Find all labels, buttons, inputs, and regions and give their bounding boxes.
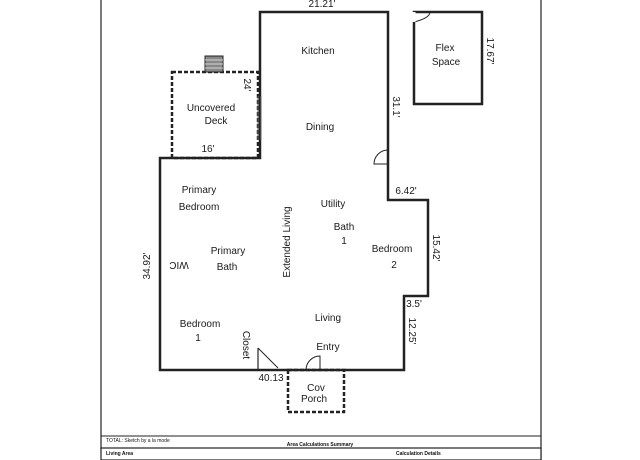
footer-calc-details: Calculation Details [396,451,441,457]
dim-right-lower: 12.25' [406,318,417,345]
closet-door [257,347,279,370]
room-living: Living [315,313,341,324]
entry-door [305,355,321,371]
room-uncovered-deck-line1: Uncovered [187,103,235,114]
room-bath1-line2: 1 [341,236,347,247]
footer-summary: Area Calculations Summary [287,442,354,448]
deck-stairs [204,55,224,73]
room-primary-bath-line1: Primary [211,246,245,257]
room-flex-space-line1: Flex [436,43,455,54]
room-flex-space-line2: Space [432,57,461,68]
room-primary-bath-line2: Bath [217,262,238,273]
footer-note: TOTAL: Sketch by a la mode [106,438,170,444]
dim-flex-height: 17.67' [484,38,495,65]
room-bedroom2-line1: Bedroom [372,244,413,255]
dim-step-lower: 3.5' [406,299,422,310]
room-wic: WIC [169,259,188,270]
room-cov-porch-line2: Porch [301,394,327,405]
room-bedroom1-line2: 1 [195,333,201,344]
room-entry: Entry [316,342,339,353]
dim-bottom: 40.13 [258,373,283,384]
dim-right-upper: 31.1' [390,96,401,117]
covered-porch [286,368,346,414]
room-utility: Utility [321,199,345,210]
side-door [373,149,389,165]
room-extended-living: Extended Living [282,206,293,277]
room-bedroom2-line2: 2 [391,260,397,271]
dim-left: 34.92' [142,252,153,279]
dim-right-middle: 15.42' [430,235,441,262]
room-primary-bedroom-line2: Bedroom [179,202,220,213]
room-closet: Closet [240,331,251,360]
room-bedroom1-line1: Bedroom [180,319,221,330]
room-bath1-line1: Bath [334,222,355,233]
dim-top: 21.21' [309,0,336,10]
room-primary-bedroom-line1: Primary [182,185,216,196]
flex-space [412,10,484,106]
room-uncovered-deck-line2: Deck [205,116,229,127]
footer-living-area: Living Area [106,451,133,457]
dim-step-upper: 6.42' [395,186,416,197]
room-dining: Dining [306,122,334,133]
dim-deck-width: 16' [201,144,214,155]
footer-table [100,447,542,460]
flex-door [413,11,431,23]
room-cov-porch-line1: Cov [307,383,325,394]
room-kitchen: Kitchen [301,46,334,57]
dim-deck-height: 24' [241,78,252,91]
